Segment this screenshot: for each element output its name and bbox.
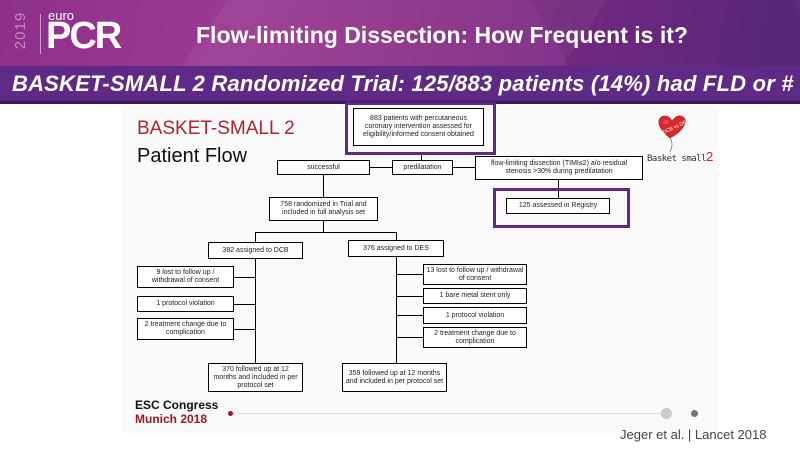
connector (323, 221, 324, 232)
flow-box-des: 376 assigned to DES (348, 240, 444, 257)
des-exclusion: 2 treatment change due to complication (423, 327, 527, 348)
connector (396, 232, 397, 240)
connector (396, 337, 423, 338)
timeline-line (230, 413, 670, 414)
logo-year: 2019 (12, 10, 36, 54)
connector (396, 257, 397, 363)
connector (234, 329, 255, 330)
connector (323, 175, 324, 197)
logo-prefix: euro (48, 8, 75, 23)
connector (370, 167, 392, 168)
flow-box-successful: successful (277, 160, 370, 175)
flow-box-dcb-final: 370 followed up at 12 months and include… (208, 363, 303, 392)
connector (234, 277, 255, 278)
page-title: Flow-limiting Dissection: How Frequent i… (196, 22, 688, 48)
flow-box-registry: 125 assessed in Registry (506, 198, 610, 214)
connector (396, 315, 423, 316)
timeline-dot (228, 411, 233, 416)
citation: Jeger et al. | Lancet 2018 (620, 427, 767, 442)
logo-divider (40, 14, 41, 54)
connector (255, 259, 256, 363)
congress-location: Munich 2018 (135, 412, 208, 426)
flow-box-fld: flow-limiting dissection (TIMI≤2) a/o re… (475, 156, 643, 180)
basket-logo-number: 2 (706, 149, 714, 164)
congress-name: ESC Congress (135, 398, 219, 412)
basket-small-logo: DCB vs DES Basket small 2 (646, 112, 716, 168)
connector (255, 232, 256, 242)
connector (453, 167, 475, 168)
connector (396, 274, 423, 275)
timeline-dot (661, 408, 672, 419)
summary-banner-text: BASKET-SMALL 2 Randomized Trial: 125/883… (12, 71, 794, 96)
trial-title: BASKET-SMALL 2 (137, 118, 295, 139)
des-exclusion: 1 bare metal stent only (423, 288, 527, 304)
logo-name: PCR (46, 15, 122, 57)
flow-box-predilatation: predilatation (392, 160, 453, 175)
flow-box-des-final: 359 followed up at 12 months and include… (342, 363, 447, 392)
flow-box-randomized: 758 randomized in Trial and included in … (269, 197, 378, 221)
flow-box-dcb: 382 assigned to DCB (208, 242, 303, 259)
dcb-exclusion: 2 treatment change due to complication (137, 318, 234, 340)
connector (558, 180, 559, 198)
connector (255, 232, 397, 233)
flow-box-assessed: 883 patients with percutaneous coronary … (353, 108, 484, 146)
logo-year-text: 2019 (12, 11, 30, 50)
dcb-exclusion: 9 lost to follow up / withdrawal of cons… (137, 266, 234, 288)
basket-logo-text: Basket small (647, 154, 707, 164)
connector (421, 155, 422, 160)
slide-header: 2019 euro PCR Flow-limiting Dissection: … (0, 0, 800, 66)
des-exclusion: 1 protocol violation (423, 307, 527, 324)
timeline-dot (691, 410, 698, 417)
connector (234, 304, 255, 305)
summary-banner: BASKET-SMALL 2 Randomized Trial: 125/883… (0, 66, 800, 104)
heart-balloon-icon (658, 115, 686, 153)
des-exclusion: 13 lost to follow up / withdrawal of con… (423, 264, 527, 285)
dcb-exclusion: 1 protocol violation (137, 296, 234, 312)
trial-subtitle: Patient Flow (137, 145, 248, 167)
connector (396, 296, 423, 297)
